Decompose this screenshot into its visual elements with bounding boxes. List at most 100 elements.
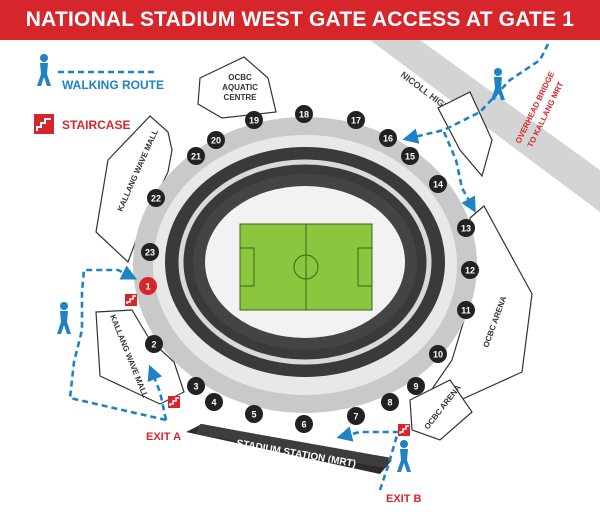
gate-2-marker: 2 — [145, 335, 163, 353]
gate-circle — [205, 393, 223, 411]
gate-22-marker: 22 — [147, 189, 165, 207]
ocbc-arena-bottom-building — [409, 379, 473, 441]
route-to-gate-13 — [442, 131, 476, 213]
map-title: NATIONAL STADIUM WEST GATE ACCESS AT GAT… — [0, 0, 600, 40]
route-exit-a-west — [68, 265, 167, 422]
walking-person-icons — [37, 54, 505, 472]
gate-19-marker: 19 — [245, 111, 263, 129]
gate-circle — [461, 261, 479, 279]
walking-person-icon — [397, 440, 411, 472]
gate-number: 11 — [461, 306, 471, 316]
staircase-icon — [34, 114, 54, 134]
gate-number: 16 — [383, 134, 393, 144]
gate-circle — [401, 147, 419, 165]
gate-number: 19 — [249, 116, 259, 126]
walking-person-icon — [57, 302, 71, 334]
gate-18-marker: 18 — [295, 105, 313, 123]
gate-8-marker: 8 — [381, 393, 399, 411]
gate-13-marker: 13 — [457, 219, 475, 237]
gate-circle — [147, 189, 165, 207]
gate-17-marker: 17 — [347, 111, 365, 129]
gate-23-marker: 23 — [141, 243, 159, 261]
gate-circle — [139, 277, 157, 295]
gate-circle — [381, 393, 399, 411]
gate-number: 2 — [151, 340, 156, 350]
gate-circle — [457, 301, 475, 319]
gate-7-marker: 7 — [347, 407, 365, 425]
gate-number: 18 — [299, 110, 309, 120]
staircase-icon — [168, 396, 180, 408]
gate-3-marker: 3 — [187, 377, 205, 395]
gate-6-marker: 6 — [295, 415, 313, 433]
gate-circle — [207, 131, 225, 149]
gate-1-marker: 1 — [139, 277, 157, 295]
staircase-icons — [34, 114, 410, 436]
gate-number: 9 — [413, 382, 418, 392]
gate-circle — [457, 219, 475, 237]
football-pitch — [239, 223, 373, 311]
gate-number: 8 — [387, 398, 392, 408]
gate-4-marker: 4 — [205, 393, 223, 411]
ocbc-aquatic-label-1: OCBC — [228, 73, 252, 82]
gate-circle — [145, 335, 163, 353]
ocbc-aquatic-label-3: CENTRE — [224, 93, 258, 102]
route-exit-a-north — [147, 364, 168, 421]
staircase-icon — [125, 294, 137, 306]
gate-number: 22 — [151, 194, 161, 204]
gate-circle — [429, 345, 447, 363]
gate-number: 6 — [301, 420, 306, 430]
gate-circle — [347, 407, 365, 425]
gate-number: 10 — [433, 350, 443, 360]
gate-5-marker: 5 — [245, 405, 263, 423]
gate-circle — [295, 415, 313, 433]
gate-14-marker: 14 — [429, 175, 447, 193]
stadium-station-mrt: STADIUM STATION (MRT) — [186, 424, 392, 474]
gate-circle — [379, 129, 397, 147]
gate-circle — [187, 147, 205, 165]
gate-21-marker: 21 — [187, 147, 205, 165]
seating-tier-line — [178, 159, 432, 365]
gate-circle — [347, 111, 365, 129]
gate-number: 13 — [461, 224, 471, 234]
staircase-icon — [398, 424, 410, 436]
gate-circle — [245, 111, 263, 129]
gate-number: 23 — [145, 248, 155, 258]
gate-number: 4 — [211, 398, 216, 408]
gate-circle — [141, 243, 159, 261]
gate-number: 7 — [353, 412, 358, 422]
gate-circle — [295, 105, 313, 123]
gate-number: 1 — [145, 282, 150, 292]
building-outlines — [95, 56, 533, 441]
gate-11-marker: 11 — [457, 301, 475, 319]
gate-number: 14 — [433, 180, 443, 190]
walking-person-icon — [491, 68, 505, 100]
gate-15-marker: 15 — [401, 147, 419, 165]
gate-number: 21 — [191, 152, 201, 162]
gate-16-marker: 16 — [379, 129, 397, 147]
gate-number: 17 — [351, 116, 361, 126]
ocbc-aquatic-centre-building — [197, 56, 277, 119]
gate-12-marker: 12 — [461, 261, 479, 279]
exit-a-label: EXIT A — [146, 431, 181, 443]
gate-20-marker: 20 — [207, 131, 225, 149]
walking-person-icon — [37, 54, 51, 86]
gate-number: 20 — [211, 136, 221, 146]
gate-number: 15 — [405, 152, 415, 162]
kallang-wave-mall-upper-building — [95, 115, 173, 264]
gate-10-marker: 10 — [429, 345, 447, 363]
exit-b-label: EXIT B — [386, 493, 422, 505]
right-building-strip — [437, 91, 493, 178]
legend-walking-route-label: WALKING ROUTE — [62, 78, 164, 92]
gate-number: 12 — [465, 266, 475, 276]
ocbc-aquatic-label-2: AQUATIC — [222, 83, 258, 92]
gate-9-marker: 9 — [407, 377, 425, 395]
gate-circle — [187, 377, 205, 395]
gate-circle — [429, 175, 447, 193]
gate-number: 3 — [193, 382, 198, 392]
legend-staircase-label: STAIRCASE — [62, 118, 130, 132]
gate-circle — [245, 405, 263, 423]
gate-circle — [407, 377, 425, 395]
